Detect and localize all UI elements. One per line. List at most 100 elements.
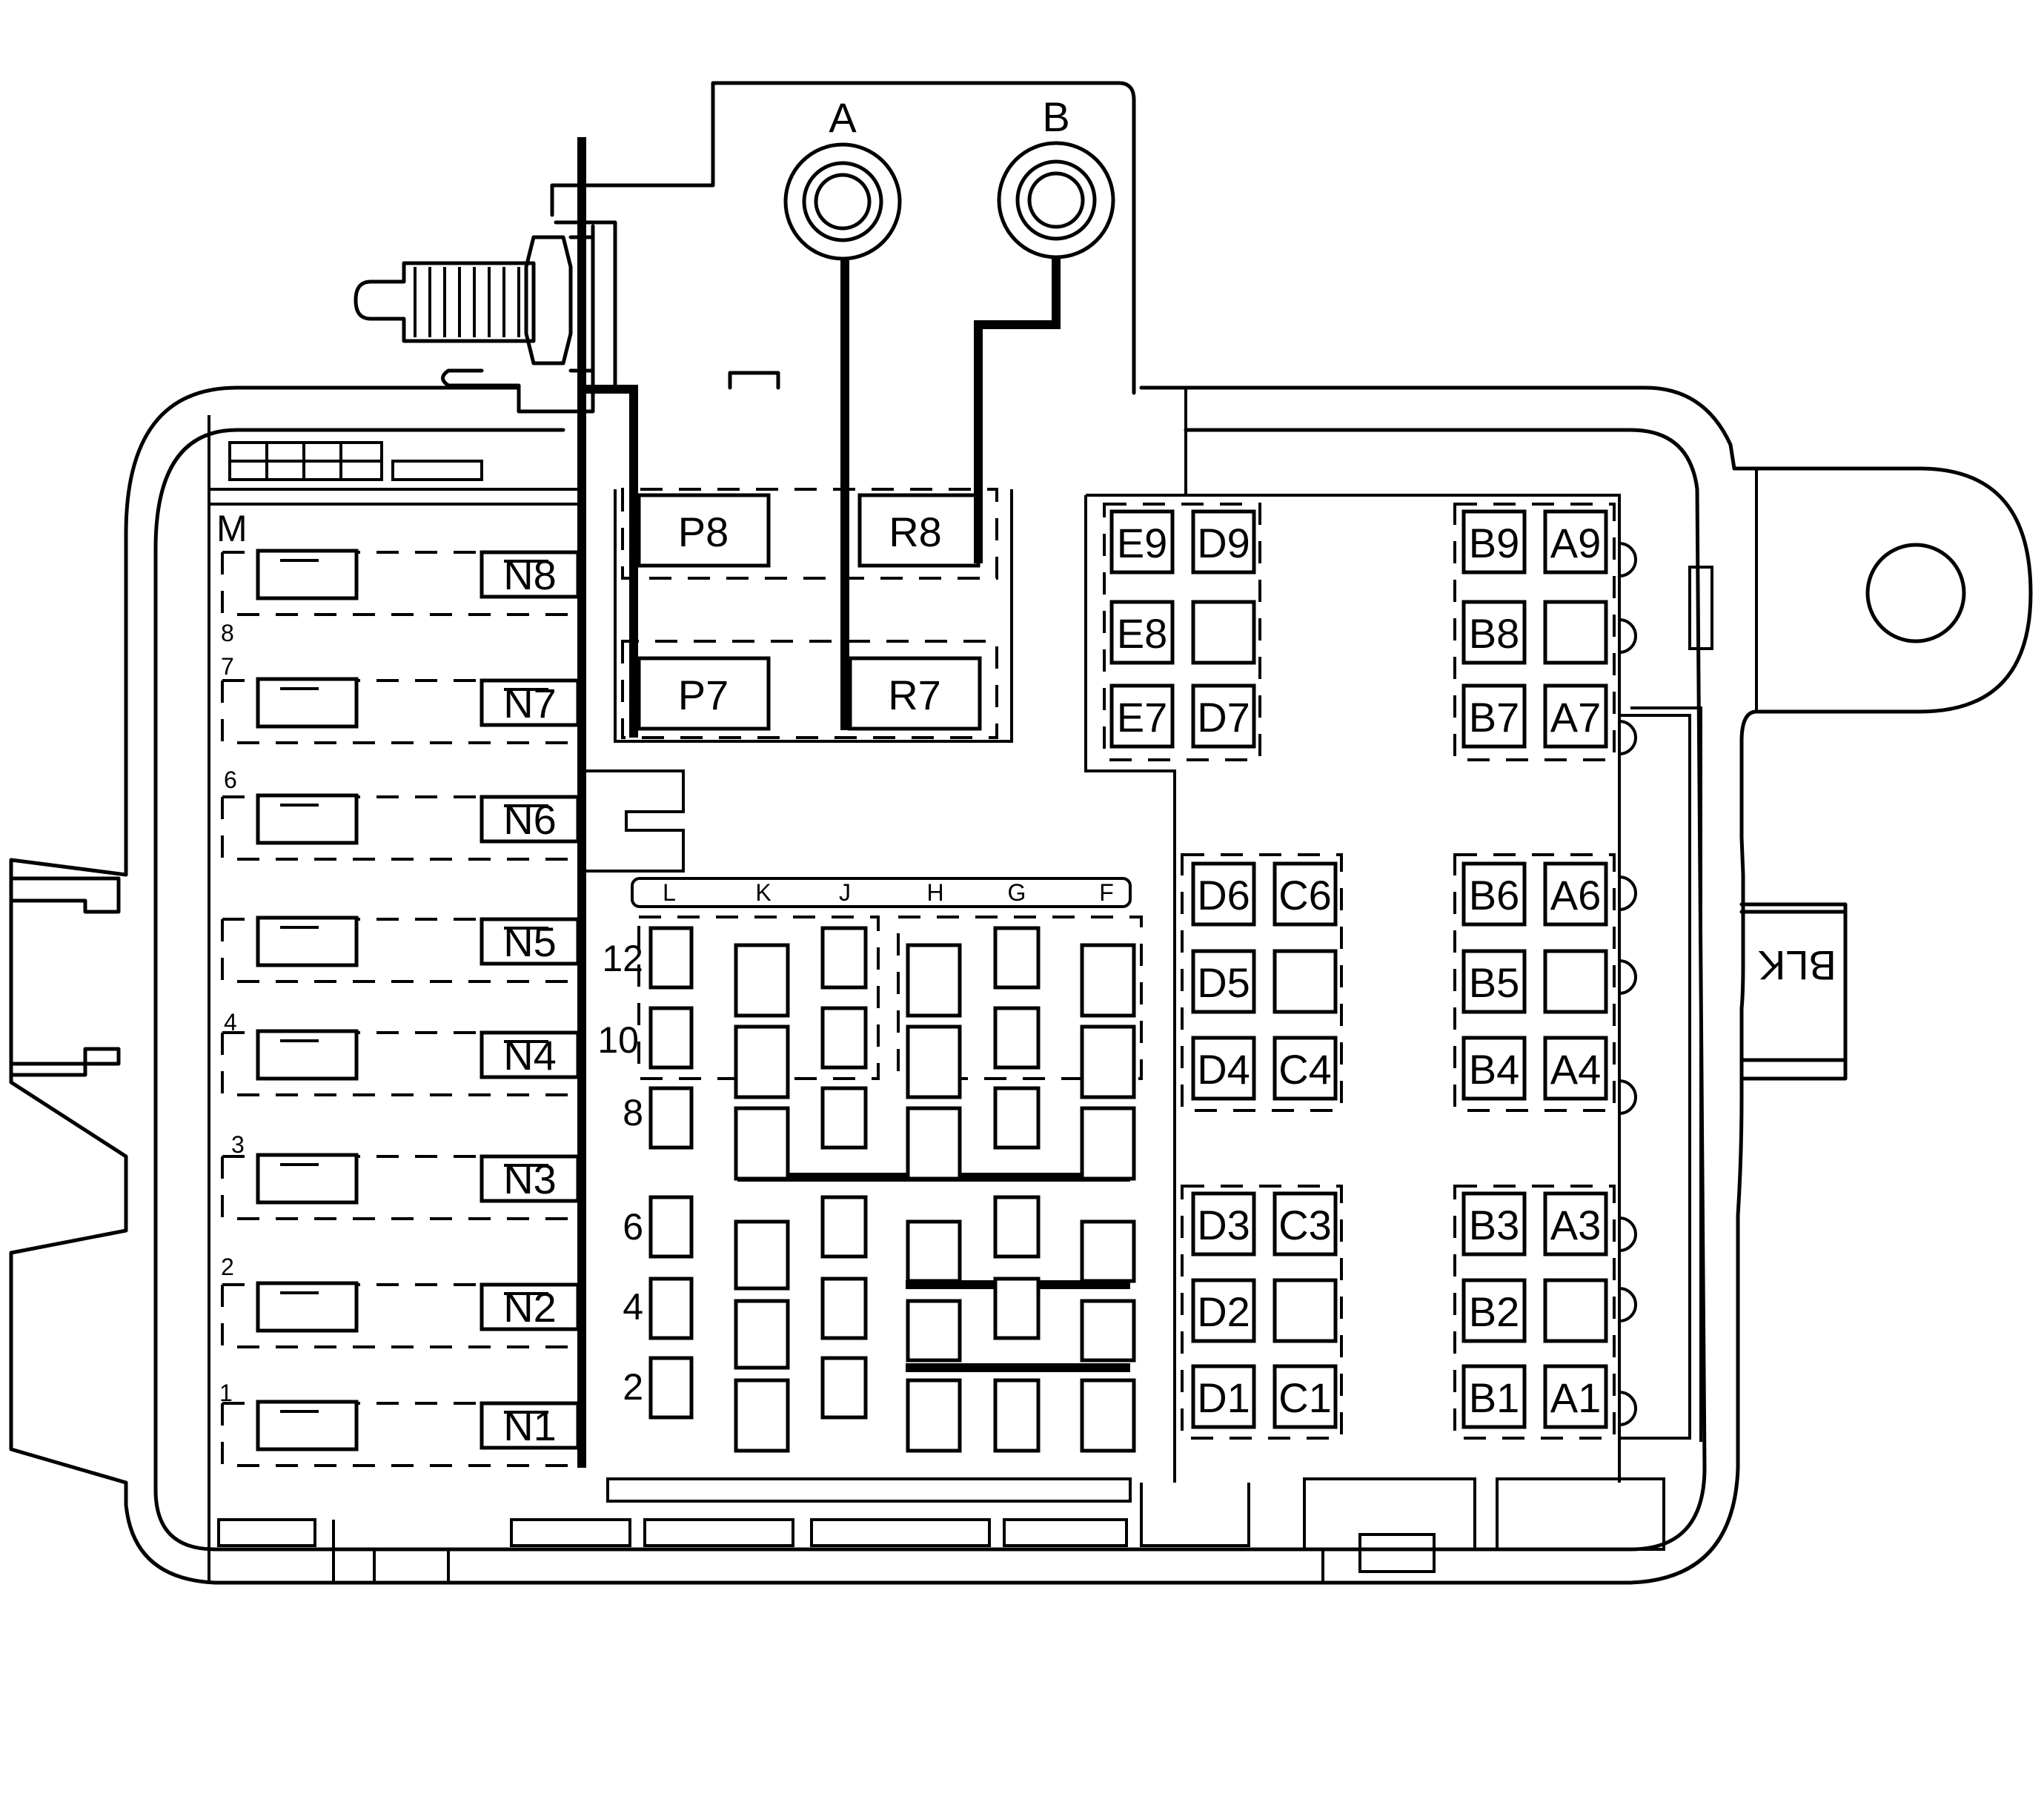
left-block-cell [1109,600,1175,665]
n-fuse-label: N6 [503,796,557,843]
right-block-cell-label: B3 [1469,1202,1520,1248]
left-block-row: D5 [1191,949,1338,1014]
left-block-cell-label: D4 [1197,1046,1250,1093]
left-block-cell-label: D3 [1197,1202,1250,1248]
right-block-cell [1461,1278,1527,1343]
right-block-cell-label: A9 [1550,520,1602,566]
left-block-cell-label: C6 [1278,872,1332,918]
n-fuse-box [480,1282,580,1331]
minifuse-row-label: 8 [623,1092,643,1133]
right-block-cell-label: B9 [1469,520,1520,566]
minifuse-cell [734,1378,790,1453]
right-block-cell [1461,1036,1527,1101]
strip-num-1: 1 [219,1380,233,1406]
minifuse-cell [993,1195,1041,1259]
minifuse-column-label: G [1008,879,1026,906]
minifuse-cell [906,1219,962,1283]
left-block-cell [1191,1036,1256,1101]
right-block-cell [1543,600,1608,665]
right-block-cell [1543,861,1608,927]
minifuse-cell [734,1219,790,1291]
relay-r7 [848,656,982,731]
side-fuse-strip: M 8 7 6 4 3 2 1 [216,508,248,1406]
minifuse-cell [648,1356,694,1420]
minifuse-cell [1080,1106,1136,1181]
right-block-cell-label: A6 [1550,872,1602,918]
relay-r7-label: R7 [888,672,941,718]
minifuse-cell [648,1195,694,1259]
n-fuse-label: N5 [503,918,557,965]
minifuse-cell [906,943,962,1018]
left-block-cell [1191,1364,1256,1429]
n-fuse-row: N1 [221,1400,585,1467]
mounting-tab [1688,469,1966,712]
right-block-cell [1543,1036,1608,1101]
n-fuse-label: N1 [503,1403,557,1449]
minifuse-column-label: K [755,879,771,906]
n-fuse-label: N2 [503,1284,557,1331]
minifuse-cell [734,1299,790,1370]
relay-p7-label: P7 [678,672,729,718]
relay-p8-label: P8 [678,509,729,555]
minifuse-column-label: J [839,879,851,906]
left-block-cell [1272,949,1338,1014]
side-fuse [256,916,359,967]
center-divider [1084,388,1702,1483]
right-block-row: B2 [1461,1278,1608,1343]
minifuse-cell [906,1299,962,1363]
minifuse-cell [993,926,1041,990]
right-block-cell-label: A1 [1550,1374,1602,1421]
right-block-cell [1543,1278,1608,1343]
minifuse-cell [648,926,694,990]
n-fuse-row: N5 [221,916,585,983]
n6-side-slots [585,769,685,873]
left-block-cell [1191,683,1256,749]
minifuse-cell [820,1086,868,1150]
right-block-cell-label: B8 [1469,610,1520,657]
relay-p8 [637,493,771,568]
terminal-a: A [783,94,902,261]
left-block-row: E8 [1109,600,1256,665]
n-fuse-row: N2 [221,1281,585,1348]
n-fuse-label: N4 [503,1032,557,1079]
side-fuse [256,1281,359,1333]
left-block-cell [1191,861,1256,927]
minifuse-column-label: H [926,879,943,906]
right-block-cell-label: A3 [1550,1202,1602,1248]
n-fuse-row: N8 [221,549,585,616]
n-fuse-box [480,917,580,966]
side-fuse [256,549,359,600]
terminal-a-label: A [829,94,857,141]
n-fuse-row: N6 [221,793,585,861]
right-block-cell [1543,509,1608,575]
left-block-row: D2 [1191,1278,1338,1343]
right-block-row: B5 [1461,949,1608,1014]
left-block-cell [1191,1278,1256,1343]
side-fuse [256,1029,359,1081]
minifuse-row-label: 6 [623,1206,643,1248]
left-block-cell [1191,1191,1256,1257]
bottom-details [217,1477,1665,1584]
bolt-stud [354,220,617,414]
left-block-cell [1272,861,1338,927]
side-fuse [256,1153,359,1205]
left-block-cell [1272,1191,1338,1257]
minifuse-cell [734,1106,790,1181]
right-block-cell [1543,1364,1608,1429]
strip-num-7: 7 [221,653,234,680]
minifuse-cell [906,1106,962,1181]
minifuse-cell [993,1006,1041,1070]
strip-num-6: 6 [224,767,237,793]
minifuse-cell [906,1024,962,1099]
minifuse-cell [993,1378,1041,1453]
minifuse-cell [1080,1024,1136,1099]
